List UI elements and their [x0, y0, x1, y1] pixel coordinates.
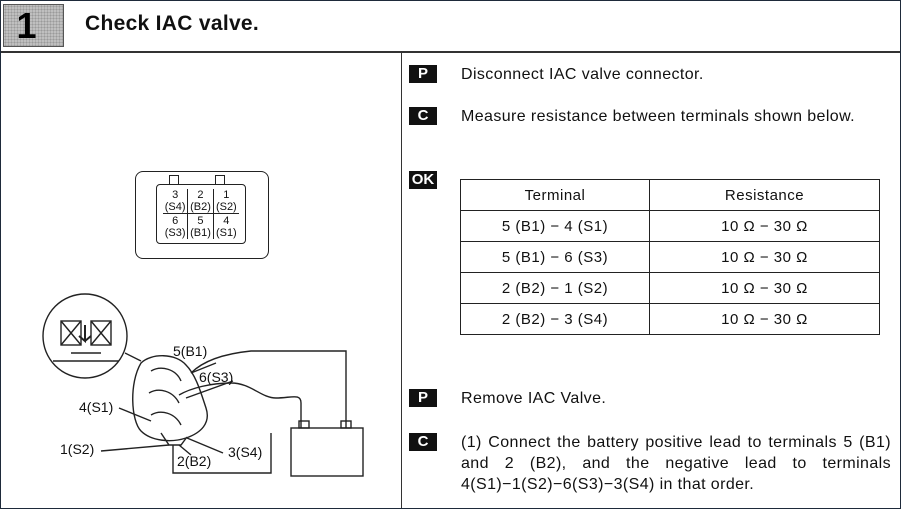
wire-label-s4: 3(S4): [228, 444, 263, 460]
iac-valve-wiring-illustration: [42, 293, 364, 477]
step-number: 1: [16, 5, 37, 46]
pin-1: 1(S2): [213, 189, 239, 214]
valve-detail-inset: [42, 293, 128, 379]
terminal-cell: 2 (B2) − 3 (S4): [460, 303, 650, 335]
pin-3: 3(S4): [163, 189, 189, 214]
resistance-cell: 10 Ω − 30 Ω: [649, 241, 880, 273]
column-header-terminal: Terminal: [460, 179, 650, 211]
connector-face: 3(S4) 2(B2) 1(S2) 6(S3) 5(B1) 4(S1): [156, 175, 246, 244]
terminal-cell: 2 (B2) − 1 (S2): [460, 272, 650, 304]
step-text-disconnect: Disconnect IAC valve connector.: [461, 66, 704, 83]
step-text-measure: Measure resistance between terminals sho…: [461, 108, 856, 125]
resistance-cell: 10 Ω − 30 Ω: [649, 272, 880, 304]
resistance-cell: 10 Ω − 30 Ω: [649, 210, 880, 242]
wire-label-b1: 5(B1): [173, 343, 208, 359]
badge-procedure: P: [409, 389, 437, 407]
wire-label-b2: 2(B2): [177, 453, 212, 469]
connector-tab-left: [169, 175, 179, 184]
table-row: 2 (B2) − 1 (S2) 10 Ω − 30 Ω: [460, 272, 880, 304]
wire-label-s1: 4(S1): [79, 399, 114, 415]
table-row: 2 (B2) − 3 (S4) 10 Ω − 30 Ω: [460, 303, 880, 335]
resistance-cell: 10 Ω − 30 Ω: [649, 303, 880, 335]
resistance-table: Terminal Resistance 5 (B1) − 4 (S1) 10 Ω…: [460, 179, 880, 335]
connector-tab-right: [215, 175, 225, 184]
battery-outline: [290, 427, 364, 477]
pin-5: 5(B1): [188, 214, 214, 239]
step-number-box: 1: [3, 4, 64, 47]
step-text-connect-battery: (1) Connect the battery positive lead to…: [461, 434, 891, 493]
badge-check: C: [409, 107, 437, 125]
pin-2: 2(B2): [188, 189, 214, 214]
badge-procedure: P: [409, 65, 437, 83]
wire-label-s2: 1(S2): [60, 441, 95, 457]
badge-check: C: [409, 433, 437, 451]
connector-pin-grid: 3(S4) 2(B2) 1(S2) 6(S3) 5(B1) 4(S1): [163, 189, 239, 239]
pin-6: 6(S3): [163, 214, 189, 239]
page-title: Check IAC valve.: [85, 12, 260, 35]
column-divider: [401, 53, 402, 508]
illustration-panel: 3(S4) 2(B2) 1(S2) 6(S3) 5(B1) 4(S1): [1, 53, 401, 508]
table-row: 5 (B1) − 6 (S3) 10 Ω − 30 Ω: [460, 241, 880, 273]
terminal-cell: 5 (B1) − 4 (S1): [460, 210, 650, 242]
column-header-resistance: Resistance: [649, 179, 880, 211]
terminal-cell: 5 (B1) − 6 (S3): [460, 241, 650, 273]
connector-diagram: 3(S4) 2(B2) 1(S2) 6(S3) 5(B1) 4(S1): [135, 171, 269, 259]
pin-4: 4(S1): [215, 214, 237, 239]
table-header-row: Terminal Resistance: [460, 179, 880, 211]
wire-label-s3: 6(S3): [199, 369, 234, 385]
arrow-down-icon: [78, 325, 92, 344]
step-header: 1 Check IAC valve.: [1, 1, 900, 53]
table-row: 5 (B1) − 4 (S1) 10 Ω − 30 Ω: [460, 210, 880, 242]
instruction-panel: P Disconnect IAC valve connector. C Meas…: [402, 53, 900, 508]
badge-ok: OK: [409, 171, 437, 189]
step-text-remove: Remove IAC Valve.: [461, 390, 607, 407]
